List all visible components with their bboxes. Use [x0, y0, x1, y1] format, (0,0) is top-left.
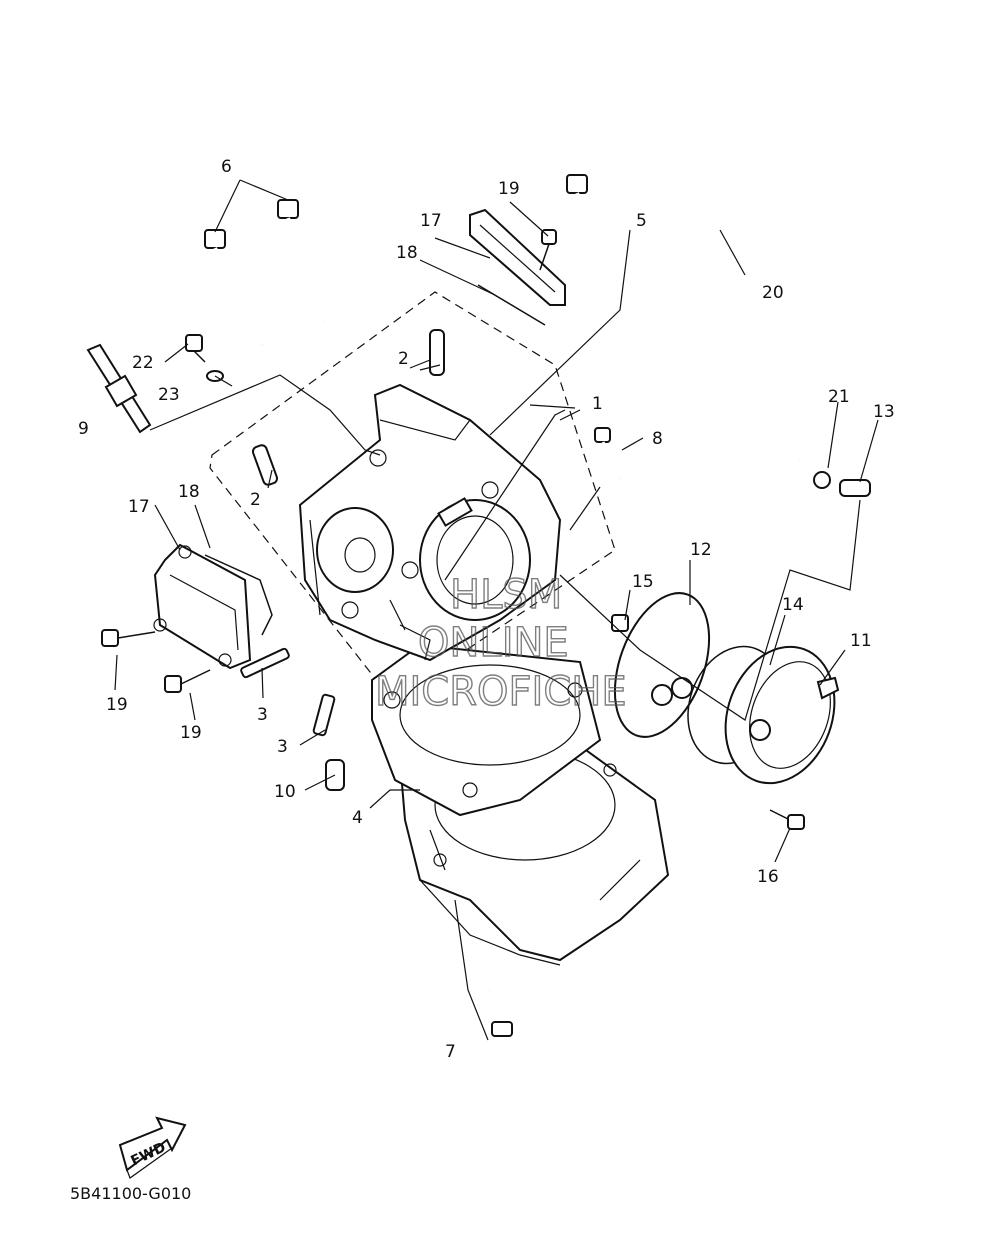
- bolt-16: [769, 809, 805, 830]
- stud-3-a: [240, 647, 290, 679]
- callout-9: 9: [78, 419, 89, 439]
- stud-3-b: [312, 693, 336, 737]
- callout-19-top: 19: [498, 179, 520, 199]
- spark-plug: [86, 343, 152, 434]
- callout-18-top: 18: [396, 243, 418, 263]
- valve-cover-top: [469, 208, 566, 306]
- o-ring-left: [204, 554, 273, 636]
- diagram-code: 5B41100-G010: [70, 1184, 191, 1203]
- cover-11: [724, 645, 840, 785]
- leader-lines: [114, 179, 879, 1041]
- bolt-6-a: [204, 229, 264, 346]
- bolt-7: [486, 989, 513, 1037]
- cylinder-head-gasket: [371, 643, 602, 817]
- watermark: HLSM ONLINE MICROFICHE: [374, 571, 627, 715]
- callout-11: 11: [850, 631, 872, 651]
- breather-hose: [636, 92, 932, 467]
- callout-15: 15: [632, 572, 654, 592]
- callout-8: 8: [652, 429, 663, 449]
- valve-cover-left: [153, 543, 252, 670]
- watermark-line1: HLSM: [450, 572, 562, 618]
- watermark-line2: ONLINE: [418, 620, 569, 666]
- callout-labels: 6 19 17 18 5 20 2 22 23 9 1 8 21 13 2 17…: [78, 157, 895, 1062]
- bolt-19-lower: [164, 669, 211, 693]
- callout-17-left: 17: [128, 497, 150, 517]
- callout-4: 4: [352, 808, 363, 828]
- bolt-19-left: [101, 629, 156, 647]
- callout-18-left: 18: [178, 482, 200, 502]
- callout-23: 23: [158, 385, 180, 405]
- callout-17-top: 17: [420, 211, 442, 231]
- callout-10: 10: [274, 782, 296, 802]
- cylinder-head-dashed-outline: [209, 291, 616, 701]
- clip-21: [813, 471, 831, 489]
- dowel-pin-2-a: [429, 329, 445, 376]
- callout-3-a: 3: [257, 705, 268, 725]
- bolt-6-b: [277, 199, 327, 321]
- callout-19-lower: 19: [180, 723, 202, 743]
- dowel-pin-2-b: [251, 444, 279, 486]
- callout-2-top: 2: [398, 349, 409, 369]
- cylinder-head: [298, 383, 562, 662]
- callout-21: 21: [828, 387, 850, 407]
- callout-22: 22: [132, 353, 154, 373]
- callout-20: 20: [762, 283, 784, 303]
- bolt-5: [566, 174, 620, 299]
- callout-2-left: 2: [250, 490, 261, 510]
- callout-12: 12: [690, 540, 712, 560]
- bolt-22: [185, 334, 203, 352]
- callout-14: 14: [782, 595, 804, 615]
- callout-7: 7: [445, 1042, 456, 1062]
- callout-13: 13: [873, 402, 895, 422]
- callout-5: 5: [636, 211, 647, 231]
- watermark-line3: MICROFICHE: [375, 669, 627, 715]
- fwd-arrow-icon: FWD: [118, 1116, 187, 1179]
- callout-1: 1: [592, 394, 603, 414]
- bolt-8: [594, 427, 622, 479]
- union-bolt-13: [839, 479, 871, 497]
- callout-3-b: 3: [277, 737, 288, 757]
- callout-16: 16: [757, 867, 779, 887]
- callout-19-left: 19: [106, 695, 128, 715]
- callout-6: 6: [221, 157, 232, 177]
